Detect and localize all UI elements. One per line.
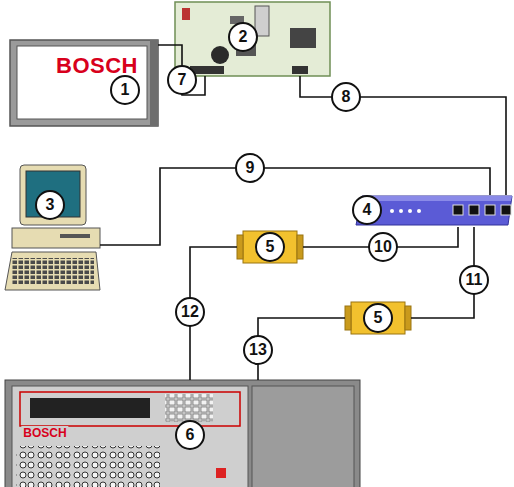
control-panel-part [20,392,240,426]
cable [158,45,205,95]
network-hub-part [485,205,495,215]
control-panel-part [165,394,213,422]
computer-part [60,234,90,238]
callout-number: 13 [243,335,273,365]
brand-logo: BOSCH [56,55,138,77]
converter-part [237,235,243,259]
network-hub-part [469,205,479,215]
circuit-board: 2 [175,2,330,76]
network-hub-part [417,209,421,213]
converter-part [243,231,297,263]
callout-number: 6 [175,420,205,450]
circuit-board [175,2,330,76]
control-panel: BOSCH 6 [5,380,360,487]
keypad-display: BOSCH1 [10,40,158,126]
circuit-board-part [290,28,316,48]
computer-part [12,258,94,284]
control-panel-part [216,468,226,478]
converter [345,302,411,334]
callout-number: 5 [363,303,393,333]
circuit-board-part [211,46,229,64]
converter-part [351,302,405,334]
callout-number: 7 [167,65,197,95]
callout-number: 5 [255,232,285,262]
callout-number: 1 [110,75,140,105]
callout-number: 10 [368,232,398,262]
callout-number: 12 [175,297,205,327]
converter [237,231,303,263]
control-panel-part [30,398,150,418]
circuit-board-part [292,66,308,74]
converter-part [405,306,411,330]
cable [100,168,490,245]
computer: 3 [5,162,100,292]
network-hub-part [361,196,512,201]
callout-number: 9 [235,153,265,183]
computer [5,165,100,290]
network-hub: 4 [356,195,512,227]
network-hub-part [501,205,511,215]
computer-part [5,252,100,290]
cable [300,76,506,195]
network-hub-part [399,209,403,213]
control-panel-part [252,386,354,487]
network-hub-part [453,205,463,215]
control-panel-part [5,380,360,487]
control-panel [5,380,360,487]
circuit-board-part [175,2,330,76]
callout-number: 4 [352,195,382,225]
computer-part [20,165,86,225]
callout-number: 11 [459,265,489,295]
converter-part [345,306,351,330]
keypad-display-part [10,40,158,126]
keypad-display-part [150,40,158,126]
network-hub-part [390,209,394,213]
callout-number: 8 [331,82,361,112]
control-panel-part [16,446,160,487]
network-hub-part [408,209,412,213]
keypad-display-part [17,46,147,119]
converter: 5 [237,231,303,264]
computer-part [12,228,100,248]
converter-part [297,235,303,259]
control-panel-part [12,386,248,487]
circuit-board-part [182,8,190,20]
callout-number: 2 [228,22,258,52]
keypad-display [10,40,158,126]
brand-logo: BOSCH [21,426,68,440]
callout-number: 3 [35,190,65,220]
converter: 5 [345,302,411,335]
